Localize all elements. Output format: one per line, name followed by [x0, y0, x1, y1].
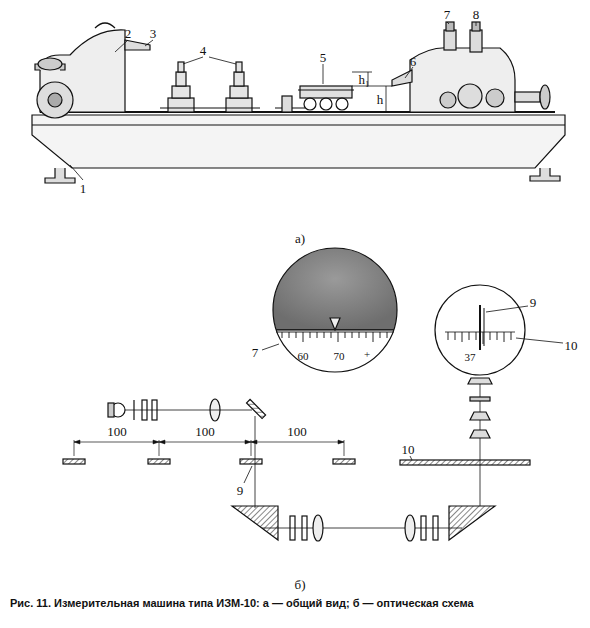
callout-label: 8 [473, 8, 480, 21]
callout-label: 100 [107, 425, 127, 438]
callout-label: 5 [320, 51, 327, 64]
callout-label: 100 [195, 425, 215, 438]
callout-label: 7 [444, 8, 451, 21]
callout-label: 10 [565, 339, 578, 352]
callout-label: 9 [237, 484, 244, 497]
callout-label: 100 [287, 425, 307, 438]
callout-label: 1 [80, 182, 87, 195]
scale-number: + [364, 349, 370, 360]
callout-label: 7 [252, 346, 259, 359]
scale-number: 70 [334, 351, 345, 362]
callout-label: а) [295, 232, 305, 245]
callout-label: 2 [125, 27, 132, 40]
callout-label: 4 [200, 44, 207, 57]
callout-label: h [377, 93, 384, 106]
callout-label: 3 [150, 27, 157, 40]
callout-label: 9 [530, 296, 537, 309]
callout-label: h₁ [358, 73, 369, 86]
callout-label: 10 [402, 443, 415, 456]
callout-label: б) [295, 578, 306, 591]
scale-number: 37 [465, 352, 476, 363]
callout-label: 6 [410, 55, 417, 68]
figure-caption: Рис. 11. Измерительная машина типа ИЗМ-1… [10, 597, 580, 610]
scale-number: 60 [298, 351, 309, 362]
